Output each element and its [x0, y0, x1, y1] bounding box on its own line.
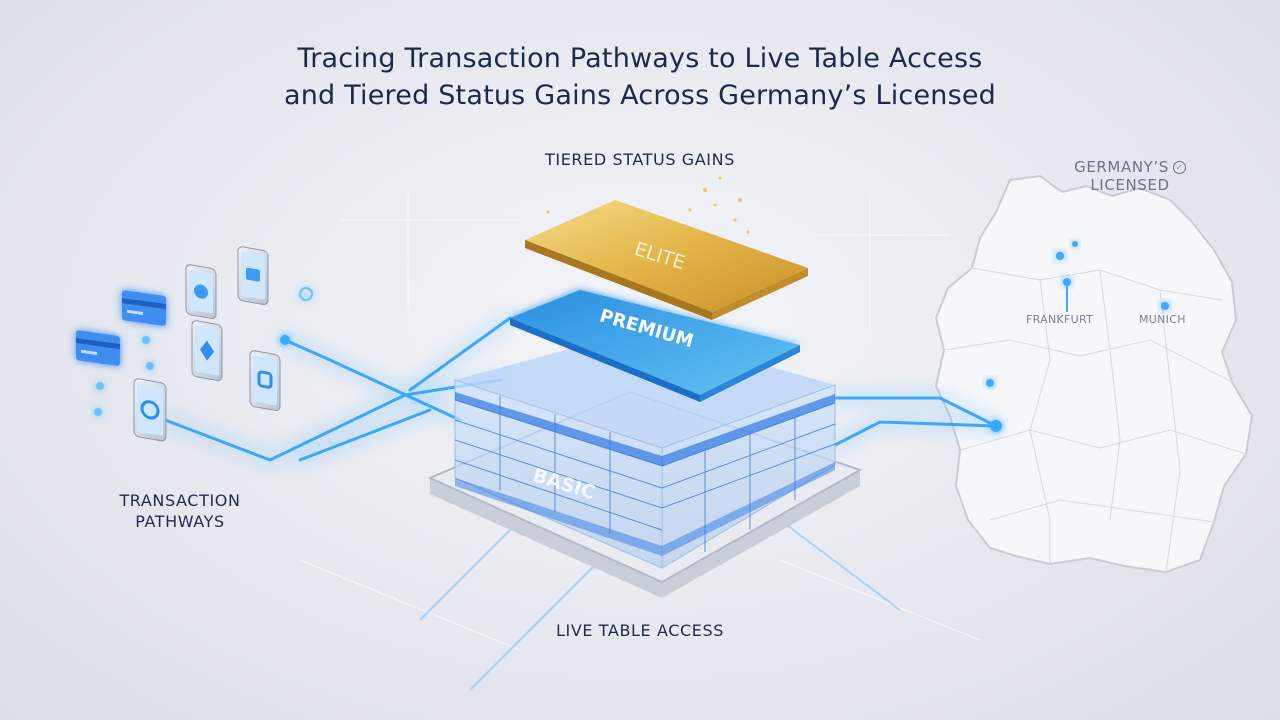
germany-label-line-2: LICENSED	[1090, 176, 1170, 194]
smartphone-icon	[185, 264, 217, 319]
smartphone-icon-2	[237, 246, 269, 305]
check-circle-icon: ✓	[1172, 161, 1186, 174]
credit-card-icon	[122, 290, 166, 326]
frankfurt-label: FRANKFURT	[1026, 313, 1094, 326]
munich-pin-icon	[1161, 302, 1169, 310]
transaction-pathways-label: TRANSACTION PATHWAYS	[80, 490, 280, 532]
elite-tier-slab	[525, 200, 808, 320]
premium-tier-slab	[510, 290, 800, 402]
germany-outline	[934, 174, 1254, 574]
tiered-status-label: TIERED STATUS GAINS	[545, 150, 735, 169]
germany-licensed-label: GERMANY’S✓ LICENSED	[1045, 158, 1215, 194]
germany-label-line-1: GERMANY’S	[1074, 158, 1169, 176]
smartphone-icon-5	[133, 378, 167, 442]
title-line-2: and Tiered Status Gains Across Germany’s…	[284, 80, 996, 111]
light-beams	[419, 519, 901, 691]
credit-card-icon-2	[76, 330, 120, 366]
live-table-access-label: LIVE TABLE ACCESS	[556, 621, 724, 640]
transaction-label-line-2: PATHWAYS	[135, 512, 225, 531]
transaction-pathway-lines	[160, 313, 1002, 465]
sparkles	[546, 176, 750, 234]
transaction-label-line-1: TRANSACTION	[119, 491, 241, 510]
title-line-1: Tracing Transaction Pathways to Live Tab…	[297, 43, 983, 74]
diagram-title: Tracing Transaction Pathways to Live Tab…	[0, 40, 1280, 114]
smartphone-icon-3	[191, 320, 223, 381]
germany-map	[934, 174, 1254, 574]
north-pin-icon	[1056, 252, 1064, 260]
floating-dots	[94, 287, 313, 416]
west-pin-icon	[986, 379, 994, 387]
frankfurt-pin-icon	[1063, 278, 1071, 286]
background-grid	[299, 190, 981, 651]
smartphone-icon-4	[249, 350, 281, 411]
munich-label: MUNICH	[1139, 313, 1186, 326]
